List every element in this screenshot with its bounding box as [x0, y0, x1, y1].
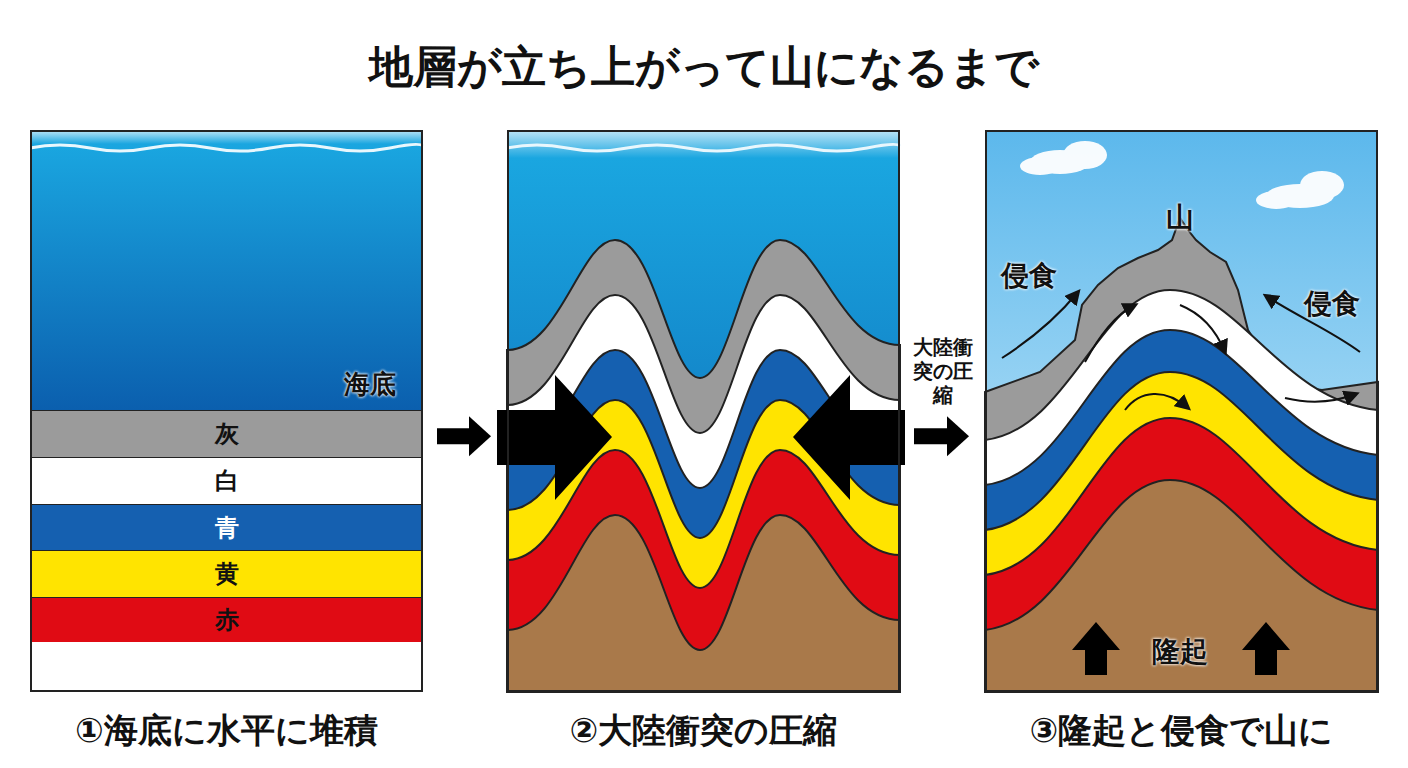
illustration-shape [1300, 171, 1344, 199]
illustration-shape [985, 218, 1378, 692]
illustration-shape [1085, 305, 1135, 362]
illustration-shape [1256, 191, 1296, 209]
panel-label: 隆起 [1152, 633, 1208, 671]
panel-label: 山 [1166, 199, 1194, 237]
panel-label: 侵食 [1304, 285, 1360, 323]
layer-label: 白 [215, 465, 239, 497]
illustration-shape [1242, 622, 1290, 675]
mountain-section [985, 130, 1378, 692]
arrow-label: 大陸衝突の圧縮 [912, 334, 974, 408]
illustration-shape [1063, 141, 1107, 169]
illustration-shape [1125, 394, 1188, 410]
strata-band: 黄 [32, 550, 421, 597]
panel-label: 海底 [344, 367, 396, 402]
sea-panel-1 [30, 130, 423, 410]
stage-panel: ③隆起と侵食で山に山侵食侵食隆起 [985, 130, 1378, 692]
stage-caption: ②大陸衝突の圧縮 [570, 708, 838, 754]
stage-caption: ①海底に水平に堆積 [75, 708, 378, 754]
illustration-shape [1002, 292, 1078, 358]
stage-panel: ②大陸衝突の圧縮 [507, 130, 900, 692]
illustration-shape [507, 144, 900, 151]
strata-band: 白 [32, 457, 421, 504]
strata-band: 赤 [32, 597, 421, 642]
illustration-shape [1020, 141, 1344, 209]
illustration-shape [985, 418, 1378, 692]
diagram-title: 地層が立ち上がって山になるまで [0, 38, 1408, 97]
layer-label: 灰 [215, 418, 239, 450]
illustration-shape [507, 295, 900, 692]
arrow-shaft [914, 428, 949, 444]
illustration-shape [793, 375, 905, 500]
layer-label: 赤 [215, 604, 239, 636]
stage-arrow [914, 416, 969, 456]
illustration-shape [507, 515, 900, 692]
strata-band: 青 [32, 504, 421, 550]
illustration-shape [985, 330, 1378, 692]
illustration-shape [1020, 157, 1060, 175]
illustration-shape [1285, 394, 1356, 401]
stage-caption: ③隆起と侵食で山に [1030, 708, 1334, 754]
layer-label: 青 [215, 512, 239, 544]
illustration-shape [30, 144, 423, 151]
stage-panel: ①海底に水平に堆積海底灰白青黄赤 [30, 130, 423, 692]
illustration-shape [985, 480, 1378, 692]
illustration-shape [1072, 622, 1120, 675]
folded-layers [497, 130, 905, 692]
illustration-shape [985, 290, 1378, 692]
arrow-head [469, 416, 491, 456]
illustration-shape [1180, 305, 1225, 352]
illustration-shape [985, 372, 1378, 692]
arrow-head [947, 416, 969, 456]
layer-label: 黄 [215, 558, 239, 590]
illustration-shape [497, 375, 612, 500]
illustration-shape [30, 130, 423, 410]
stage-arrow [437, 416, 491, 456]
strata-band: 灰 [32, 410, 421, 457]
arrow-shaft [437, 428, 471, 444]
illustration-shape [985, 130, 1378, 692]
panel-label: 侵食 [1001, 257, 1057, 295]
